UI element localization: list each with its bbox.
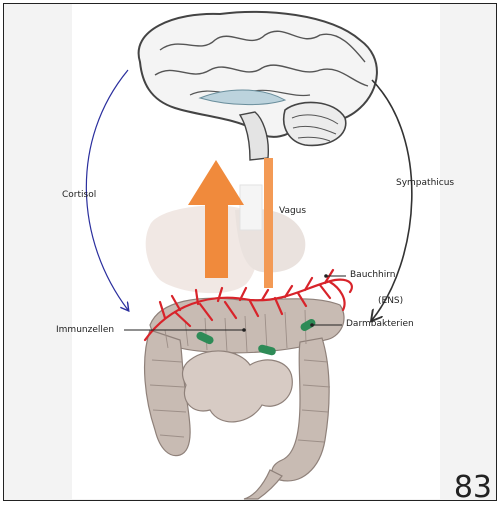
ens-label: (ENS)	[378, 296, 403, 306]
cortisol-label: Cortisol	[62, 190, 96, 200]
darmbakterien-label: Darmbakterien	[346, 319, 414, 329]
immunzellen-label: Immunzellen	[56, 325, 114, 335]
vagus-nerve	[264, 158, 273, 288]
page-number: 83	[454, 470, 492, 505]
sympathicus-label: Sympathicus	[396, 178, 454, 188]
bauchhirn-label: Bauchhirn	[350, 270, 396, 280]
vagus-label: Vagus	[279, 206, 306, 216]
